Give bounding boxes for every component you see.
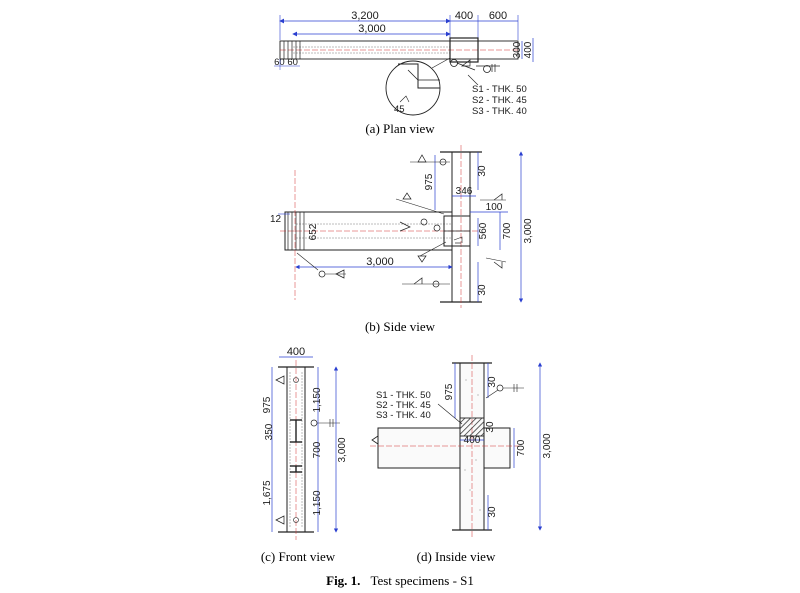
inside-note-s3: S3 - THK. 40 <box>376 410 431 421</box>
front-dim-350: 350 <box>264 423 275 440</box>
plan-dim-main: 3,000 <box>358 23 386 35</box>
front-view: 400 975 350 1,675 1,150 700 1,150 3,0 <box>261 346 348 564</box>
side-dim-3000-h: 3,000 <box>366 256 394 268</box>
front-dim-1150-top: 1,150 <box>312 387 323 412</box>
plan-note-s3: S3 - THK. 40 <box>472 106 527 117</box>
side-dim-346: 346 <box>456 186 473 197</box>
inside-dim-30-bot: 30 <box>487 506 498 518</box>
side-dim-652: 652 <box>308 223 319 240</box>
side-dim-30-bot: 30 <box>477 284 488 296</box>
plan-note-s2: S2 - THK. 45 <box>472 95 527 106</box>
figure-label: Fig. 1. <box>326 573 360 588</box>
figure-title: Test specimens - S1 <box>370 573 473 588</box>
plan-dim-w2: 400 <box>523 41 534 58</box>
plan-dim-col: 400 <box>455 10 473 22</box>
plan-view-caption: (a) Plan view <box>365 121 435 136</box>
plan-dim-right: 600 <box>489 10 507 22</box>
inside-note-s1: S1 - THK. 50 <box>376 390 431 401</box>
side-dim-100: 100 <box>486 202 503 213</box>
side-dim-560: 560 <box>478 222 489 239</box>
plan-view: 3,200 400 600 3,000 300 400 60 60 <box>274 10 534 136</box>
plan-dim-small: 60 60 <box>274 57 298 68</box>
side-dim-30-top: 30 <box>477 165 488 177</box>
inside-view: S1 - THK. 50 S2 - THK. 45 S3 - THK. 40 9… <box>370 355 553 564</box>
front-dim-1150-bot: 1,150 <box>312 490 323 515</box>
inside-dim-400: 400 <box>464 435 481 446</box>
front-dim-1675: 1,675 <box>262 480 273 505</box>
inside-dim-30-top: 30 <box>487 376 498 388</box>
inside-note-s2: S2 - THK. 45 <box>376 400 431 411</box>
front-dim-3000: 3,000 <box>337 437 348 462</box>
side-dim-3000-v: 3,000 <box>523 218 534 243</box>
side-dim-700: 700 <box>502 222 513 239</box>
front-dim-700: 700 <box>312 441 323 458</box>
side-dim-12: 12 <box>270 214 282 225</box>
side-view: 975 30 346 100 12 652 560 700 3,000 3,00… <box>270 145 534 334</box>
plan-dim-total: 3,200 <box>351 10 379 22</box>
side-view-caption: (b) Side view <box>365 319 436 334</box>
front-view-caption: (c) Front view <box>261 549 336 564</box>
inside-view-caption: (d) Inside view <box>417 549 496 564</box>
figure-caption: Fig. 1. Test specimens - S1 <box>326 572 474 589</box>
front-dim-400: 400 <box>287 346 305 358</box>
inside-dim-3000: 3,000 <box>542 433 553 458</box>
side-dim-975: 975 <box>424 173 435 190</box>
inside-dim-700: 700 <box>516 439 527 456</box>
panel-zone-hatch <box>459 417 485 437</box>
weld-angle: 45 <box>394 104 405 115</box>
inside-dim-975: 975 <box>444 383 455 400</box>
inside-dim-30-mid: 30 <box>485 421 496 433</box>
plan-dim-w1: 300 <box>512 41 523 58</box>
front-dim-975: 975 <box>262 396 273 413</box>
plan-note-s1: S1 - THK. 50 <box>472 84 527 95</box>
